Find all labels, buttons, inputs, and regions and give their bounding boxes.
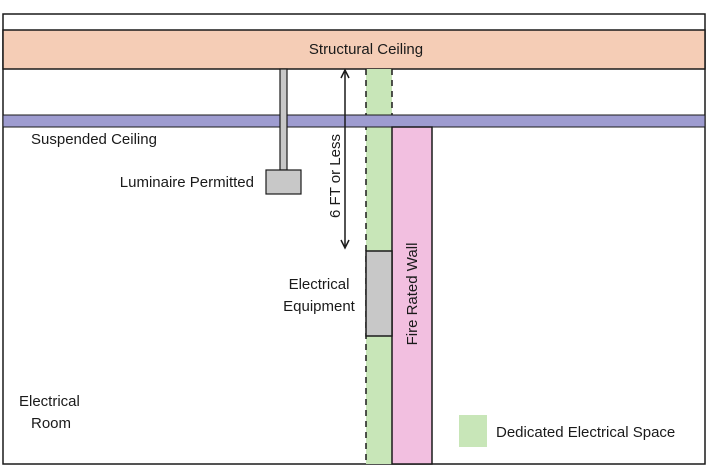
suspended-ceiling-label: Suspended Ceiling: [31, 131, 157, 148]
luminaire-fixture: [265, 169, 302, 195]
luminaire-hanger: [279, 68, 288, 171]
room-label-line2: Room: [31, 415, 71, 432]
diagram-frame: [2, 13, 706, 465]
structural-ceiling-label: Structural Ceiling: [309, 41, 423, 58]
height-arrow-top: [340, 68, 350, 79]
legend-label: Dedicated Electrical Space: [496, 424, 675, 441]
room-label-line1: Electrical: [19, 393, 80, 410]
equipment-label-line1: Electrical: [289, 276, 350, 293]
fire-rated-wall-label: Fire Rated Wall: [404, 243, 421, 346]
height-limit-label: 6 FT or Less: [327, 134, 344, 218]
luminaire-label: Luminaire Permitted: [120, 174, 254, 191]
structural-ceiling: [2, 29, 706, 70]
electrical-equipment: [365, 250, 393, 337]
equipment-label-line2: Equipment: [283, 298, 356, 315]
legend-swatch: [459, 415, 487, 447]
height-arrow-bottom: [340, 239, 350, 250]
suspended-ceiling: [2, 114, 706, 128]
